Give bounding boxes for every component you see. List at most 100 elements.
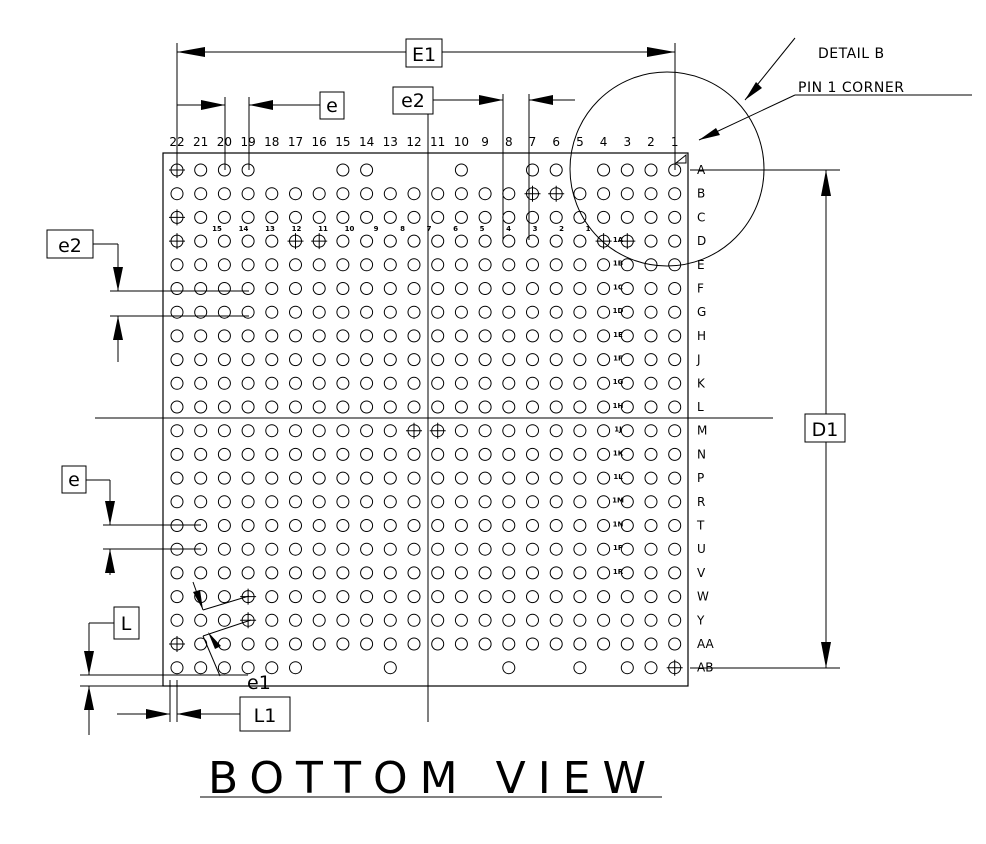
solder-ball bbox=[620, 495, 634, 509]
solder-ball bbox=[597, 519, 611, 532]
solder-ball bbox=[478, 590, 492, 604]
solder-ball bbox=[336, 400, 350, 414]
solder-ball bbox=[360, 519, 374, 532]
solder-ball bbox=[194, 187, 208, 201]
solder-ball bbox=[454, 258, 468, 272]
solder-ball bbox=[597, 258, 611, 272]
solder-ball bbox=[407, 282, 421, 295]
solder-ball bbox=[526, 305, 539, 319]
solder-ball bbox=[265, 471, 279, 485]
solder-ball bbox=[383, 305, 397, 319]
solder-ball bbox=[360, 542, 374, 556]
e2-top-dimension bbox=[433, 94, 575, 240]
solder-ball bbox=[336, 376, 350, 390]
solder-ball bbox=[454, 163, 468, 177]
solder-ball bbox=[502, 282, 516, 295]
solder-ball bbox=[549, 163, 563, 177]
ball-reference-cross bbox=[406, 422, 422, 439]
solder-ball bbox=[644, 400, 658, 414]
solder-ball bbox=[265, 590, 279, 604]
solder-ball bbox=[407, 519, 421, 532]
inner-column-label: 8 bbox=[400, 225, 405, 233]
e-top-label: e bbox=[326, 95, 338, 117]
solder-ball bbox=[383, 258, 397, 272]
solder-ball bbox=[170, 187, 184, 201]
solder-ball bbox=[360, 471, 374, 485]
solder-ball bbox=[526, 471, 539, 485]
inner-row-label: 1D bbox=[613, 307, 624, 315]
solder-ball bbox=[668, 329, 682, 343]
solder-ball bbox=[217, 542, 231, 556]
solder-ball bbox=[668, 519, 682, 532]
solder-ball bbox=[194, 424, 208, 438]
row-label: K bbox=[697, 376, 706, 390]
row-label: L bbox=[697, 400, 704, 414]
solder-ball bbox=[597, 353, 611, 367]
solder-ball bbox=[454, 495, 468, 509]
solder-ball bbox=[549, 305, 563, 319]
solder-ball bbox=[383, 353, 397, 367]
solder-ball bbox=[289, 329, 302, 343]
solder-ball bbox=[289, 661, 302, 675]
inner-row-label: 1F bbox=[613, 355, 623, 363]
inner-column-label: 7 bbox=[427, 225, 432, 233]
inner-column-label: 9 bbox=[374, 225, 379, 233]
solder-ball bbox=[194, 353, 208, 367]
solder-ball bbox=[241, 210, 255, 224]
solder-ball bbox=[502, 353, 516, 367]
solder-ball bbox=[454, 519, 468, 532]
e2-left-label-box bbox=[46, 229, 94, 259]
inner-column-label: 4 bbox=[506, 225, 511, 233]
row-label: W bbox=[697, 590, 709, 604]
solder-ball bbox=[478, 376, 492, 390]
solder-ball bbox=[454, 590, 468, 604]
solder-ball bbox=[620, 305, 634, 319]
solder-ball bbox=[620, 661, 634, 675]
e1-dimension bbox=[192, 581, 252, 677]
solder-ball bbox=[265, 187, 279, 201]
row-label: H bbox=[697, 329, 706, 343]
solder-ball bbox=[360, 282, 374, 295]
solder-ball bbox=[265, 661, 279, 675]
solder-ball bbox=[241, 447, 255, 461]
solder-ball bbox=[289, 376, 302, 390]
solder-ball bbox=[454, 234, 468, 248]
solder-ball bbox=[549, 519, 563, 532]
solder-ball bbox=[573, 305, 587, 319]
solder-ball bbox=[217, 282, 231, 295]
solder-ball bbox=[336, 613, 350, 627]
solder-ball bbox=[312, 519, 326, 532]
solder-ball bbox=[478, 519, 492, 532]
solder-ball bbox=[502, 566, 516, 580]
solder-ball bbox=[265, 542, 279, 556]
solder-ball bbox=[502, 376, 516, 390]
solder-ball bbox=[549, 495, 563, 509]
solder-ball bbox=[620, 542, 634, 556]
solder-ball bbox=[241, 234, 255, 248]
solder-ball bbox=[478, 258, 492, 272]
solder-ball bbox=[644, 234, 658, 248]
pin1-corner-callout: PIN 1 CORNER bbox=[798, 80, 904, 96]
solder-ball bbox=[573, 637, 587, 651]
column-label: 18 bbox=[264, 135, 279, 149]
ball-reference-cross bbox=[595, 233, 612, 250]
solder-ball bbox=[431, 495, 445, 509]
solder-ball bbox=[217, 187, 231, 201]
solder-ball bbox=[217, 495, 231, 509]
inner-row-label: 1A bbox=[613, 236, 624, 244]
solder-ball bbox=[336, 282, 350, 295]
solder-ball bbox=[312, 447, 326, 461]
solder-ball bbox=[431, 282, 445, 295]
solder-ball bbox=[312, 329, 326, 343]
solder-ball bbox=[289, 542, 302, 556]
solder-ball bbox=[454, 471, 468, 485]
solder-ball bbox=[312, 187, 326, 201]
solder-ball bbox=[549, 590, 563, 604]
solder-ball bbox=[644, 329, 658, 343]
solder-ball bbox=[194, 210, 208, 224]
e-left-dimension bbox=[86, 479, 201, 575]
solder-ball bbox=[217, 613, 231, 627]
solder-ball bbox=[360, 637, 374, 651]
solder-ball bbox=[360, 400, 374, 414]
solder-ball bbox=[597, 471, 611, 485]
